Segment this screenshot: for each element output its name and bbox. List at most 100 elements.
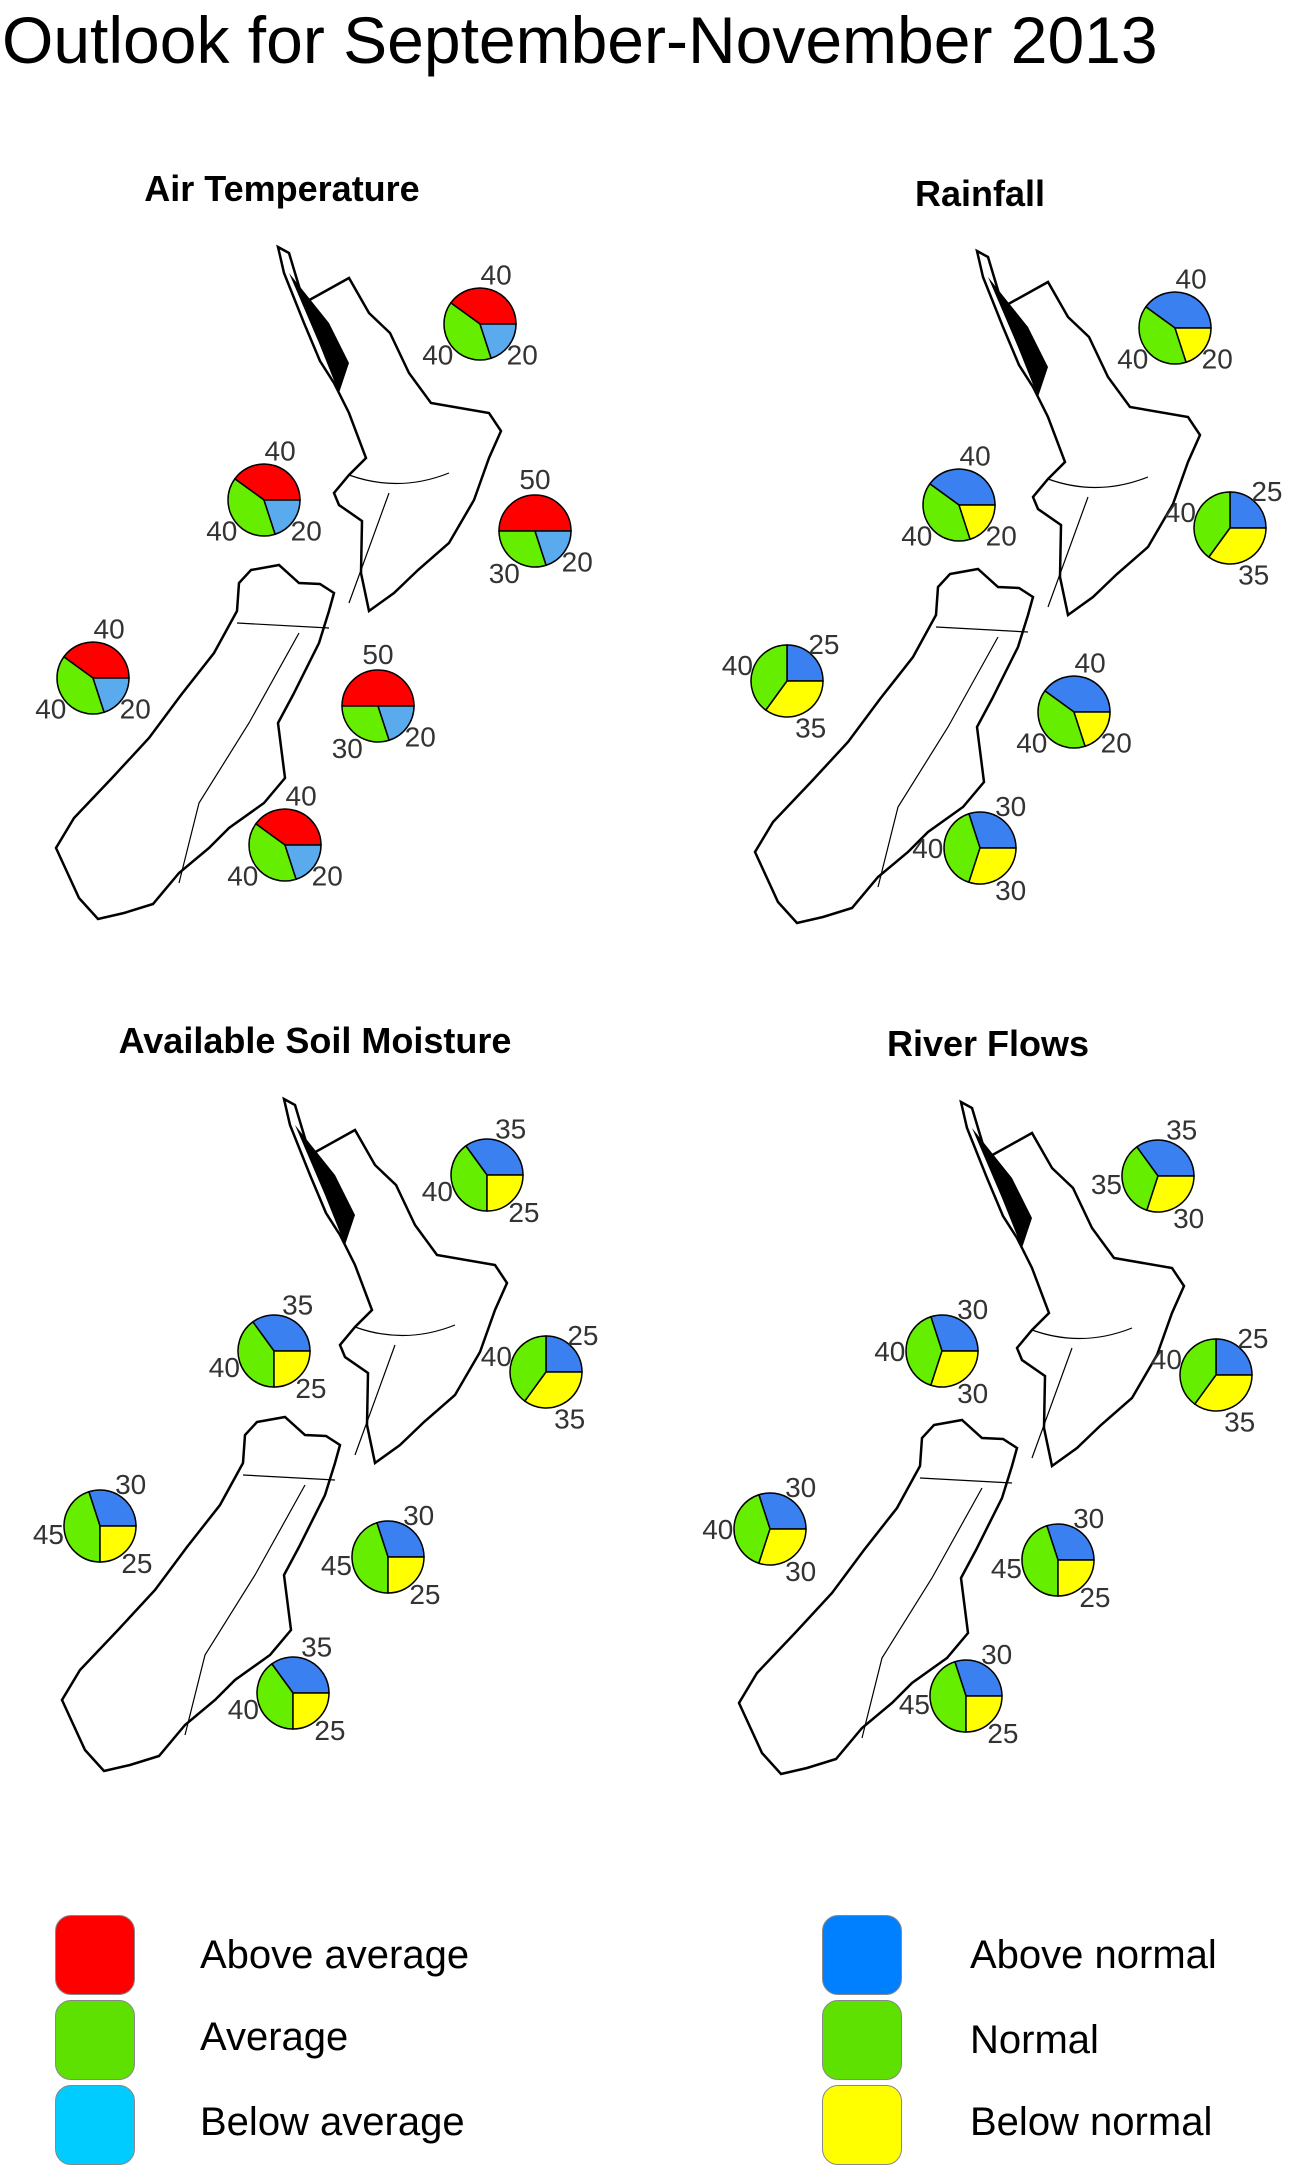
- pie-label-above: 25: [1237, 1323, 1268, 1354]
- pie-label-middle: 40: [206, 516, 237, 547]
- pie-eastern-north-island: 25 40 35: [481, 1320, 599, 1434]
- pie-slice-above: [929, 1314, 979, 1352]
- pie-slice-above: [1215, 1338, 1253, 1376]
- pie-label-below: 25: [409, 1579, 440, 1610]
- pie-label-below: 20: [120, 694, 151, 725]
- pie-slice-above: [87, 1489, 137, 1527]
- pie-slice-below: [283, 844, 322, 881]
- pie-slice-middle: [1121, 1145, 1159, 1212]
- pie-slice-middle: [56, 655, 106, 715]
- pie-slice-middle: [943, 812, 981, 884]
- pie-label-below: 20: [986, 521, 1017, 552]
- pie-label-middle: 40: [1117, 344, 1148, 375]
- pie-slice-above: [254, 808, 322, 846]
- pie-slice-above: [967, 811, 1017, 849]
- pie-label-above: 35: [301, 1631, 332, 1662]
- pie-label-above: 35: [495, 1113, 526, 1144]
- pie-label-below: 30: [995, 875, 1026, 906]
- pie-slice-middle: [929, 1660, 967, 1733]
- pie-label-below: 30: [1173, 1203, 1204, 1234]
- pie-label-above: 40: [960, 440, 991, 471]
- pie-label-middle: 40: [422, 340, 453, 371]
- pie-label-above: 40: [94, 613, 125, 644]
- pie-slice-below: [965, 1695, 1003, 1733]
- pie-slice-middle: [351, 1521, 389, 1594]
- pie-label-below: 30: [957, 1378, 988, 1409]
- pie-slice-above: [62, 641, 130, 679]
- pie-label-middle: 30: [489, 558, 520, 589]
- pie-label-above: 40: [1075, 647, 1106, 678]
- pie-slice-below: [764, 680, 824, 718]
- pie-slice-below: [262, 499, 301, 536]
- pie-slice-middle: [750, 644, 788, 712]
- pie-label-below: 20: [291, 516, 322, 547]
- pie-slice-below: [967, 847, 1017, 885]
- legend-swatch-below-average: [55, 2085, 135, 2165]
- pie-label-above: 35: [1166, 1114, 1197, 1145]
- pie-slice-above: [498, 494, 572, 532]
- pie-label-middle: 45: [33, 1519, 64, 1550]
- pie-slice-below: [1072, 711, 1111, 748]
- pie-slice-below: [523, 1371, 583, 1409]
- pie-slice-below: [478, 323, 517, 360]
- pie-slice-above: [928, 468, 996, 506]
- pie-south-east-south-island: 40 40 20: [227, 780, 343, 891]
- pie-slice-above: [757, 1492, 807, 1530]
- pie-slice-above: [1144, 291, 1212, 329]
- pie-slice-above: [545, 1335, 583, 1373]
- pie-label-below: 25: [508, 1197, 539, 1228]
- pie-label-middle: 40: [422, 1176, 453, 1207]
- pie-label-middle: 40: [209, 1352, 240, 1383]
- pie-label-middle: 40: [702, 1514, 733, 1545]
- pie-label-below: 20: [312, 861, 343, 892]
- pie-slice-below: [91, 677, 130, 714]
- pie-slice-below: [376, 705, 415, 742]
- pie-label-middle: 45: [321, 1550, 352, 1581]
- pie-slice-below: [1207, 527, 1267, 565]
- pie-label-middle: 40: [227, 861, 258, 892]
- pie-slice-above: [464, 1138, 524, 1176]
- pie-label-below: 25: [314, 1715, 345, 1746]
- pie-label-below: 35: [1238, 560, 1269, 591]
- pie-label-above: 40: [481, 259, 512, 290]
- pie-label-below: 25: [1079, 1582, 1110, 1613]
- pie-label-below: 35: [554, 1404, 585, 1435]
- pie-slice-below: [292, 1692, 330, 1730]
- pie-slice-below: [99, 1525, 137, 1563]
- pie-label-below: 25: [987, 1718, 1018, 1749]
- pie-slice-above: [375, 1520, 425, 1558]
- panel-title-river-flows: River Flows: [886, 1023, 1090, 1064]
- pie-label-middle: 40: [874, 1336, 905, 1367]
- pie-slice-middle: [450, 1144, 488, 1212]
- pie-label-above: 40: [286, 780, 317, 811]
- pie-slice-middle: [498, 530, 548, 568]
- pie-slice-middle: [733, 1493, 771, 1565]
- pie-slice-below: [387, 1556, 425, 1594]
- legend-swatch-normal: [822, 2000, 902, 2080]
- pie-slice-middle: [1138, 305, 1188, 365]
- pie-label-below: 20: [1202, 344, 1233, 375]
- pie-label-middle: 40: [481, 1341, 512, 1372]
- pie-slice-above: [1043, 675, 1111, 713]
- figure-title: Outlook for September-November 2013: [2, 3, 1158, 77]
- pie-label-middle: 40: [1151, 1344, 1182, 1375]
- pie-label-middle: 40: [722, 650, 753, 681]
- pie-label-above: 25: [567, 1320, 598, 1351]
- pie-label-middle: 40: [901, 521, 932, 552]
- pie-west-south-island: 40 40 20: [35, 613, 151, 724]
- pie-label-above: 30: [957, 1294, 988, 1325]
- pie-slice-below: [1193, 1374, 1253, 1412]
- pie-label-middle: 40: [35, 694, 66, 725]
- pie-label-above: 30: [1073, 1503, 1104, 1534]
- legend-label-below-average: Below average: [200, 2100, 465, 2144]
- pie-slice-below: [1173, 327, 1212, 364]
